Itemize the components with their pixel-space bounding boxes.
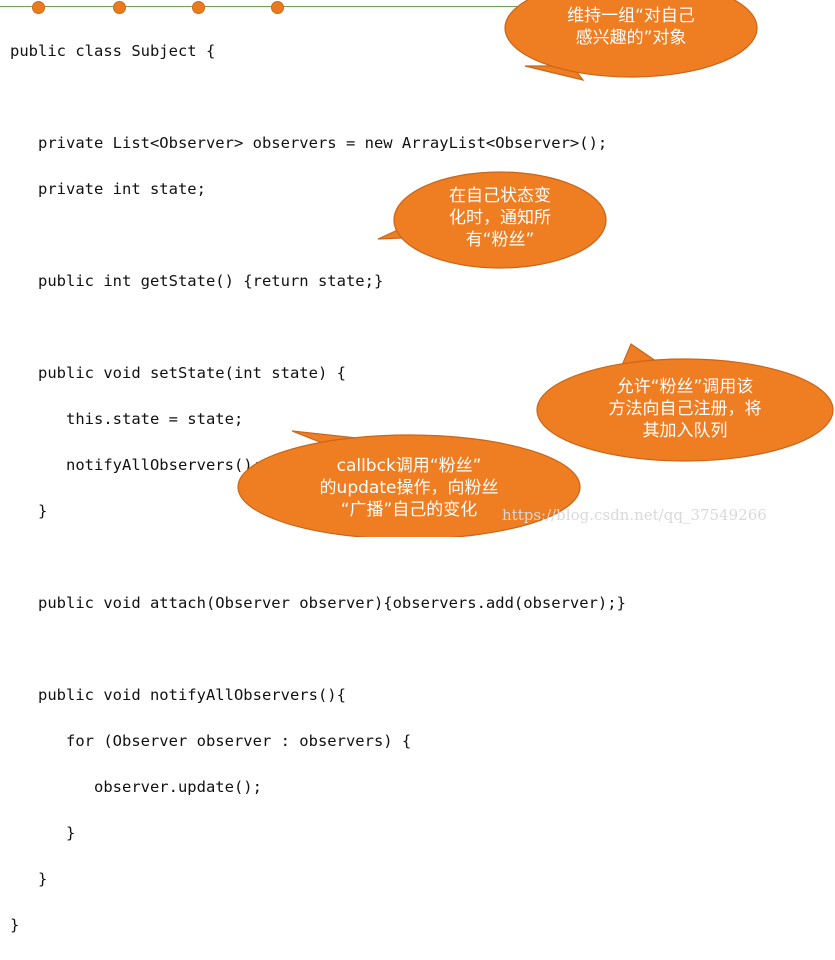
bullet-dot: [192, 1, 205, 14]
code-line: }: [10, 824, 76, 842]
callout-notify-line: 有“粉丝”: [465, 230, 535, 250]
callout-notify-line: 在自己状态变: [449, 186, 551, 206]
code-line: public class Subject {: [10, 42, 216, 60]
code-line: private int state;: [10, 180, 206, 198]
code-line: public int getState() {return state;}: [10, 272, 384, 290]
code-line: observer.update();: [10, 778, 262, 796]
callout-callback-line: 的update操作，向粉丝: [319, 478, 499, 498]
callout-attach-line: 方法向自己注册，将: [608, 399, 762, 419]
callout-attach-line: 允许“粉丝”调用该: [616, 377, 754, 397]
code-line: for (Observer observer : observers) {: [10, 732, 412, 750]
code-line: private List<Observer> observers = new A…: [10, 134, 608, 152]
code-line: public void setState(int state) {: [10, 364, 346, 382]
code-line: [10, 638, 626, 661]
callout-attach: 允许“粉丝”调用该 方法向自己注册，将 其加入队列: [565, 376, 805, 442]
bullet-dot: [113, 1, 126, 14]
code-line: }: [10, 502, 48, 520]
callout-notify: 在自己状态变 化时，通知所 有“粉丝”: [420, 185, 580, 251]
code-line: public void notifyAllObservers(){: [10, 686, 346, 704]
code-line: }: [10, 870, 48, 888]
callout-callback-line: “广播”自己的变化: [340, 500, 478, 520]
callout-attach-line: 其加入队列: [642, 421, 728, 441]
watermark-url: https://blog.csdn.net/qq_37549266: [502, 506, 767, 524]
callout-maintain-line: 维持一组“对自己: [567, 6, 695, 26]
callout-callback: callbck调用“粉丝” 的update操作，向粉丝 “广播”自己的变化: [284, 455, 534, 521]
bullet-dot: [32, 1, 45, 14]
code-line: [10, 546, 626, 569]
bullet-dot: [271, 1, 284, 14]
code-line: public void attach(Observer observer){ob…: [10, 594, 626, 612]
callout-maintain: 维持一组“对自己 感兴趣的”对象: [531, 5, 731, 49]
callout-callback-line: callbck调用“粉丝”: [336, 456, 482, 476]
code-line: }: [10, 916, 20, 934]
callout-shapes: [237, 0, 834, 537]
callout-maintain-line: 感兴趣的”对象: [575, 28, 687, 48]
callout-notify-line: 化时，通知所: [449, 208, 551, 228]
code-line: notifyAllObservers();: [10, 456, 262, 474]
code-line: this.state = state;: [10, 410, 244, 428]
